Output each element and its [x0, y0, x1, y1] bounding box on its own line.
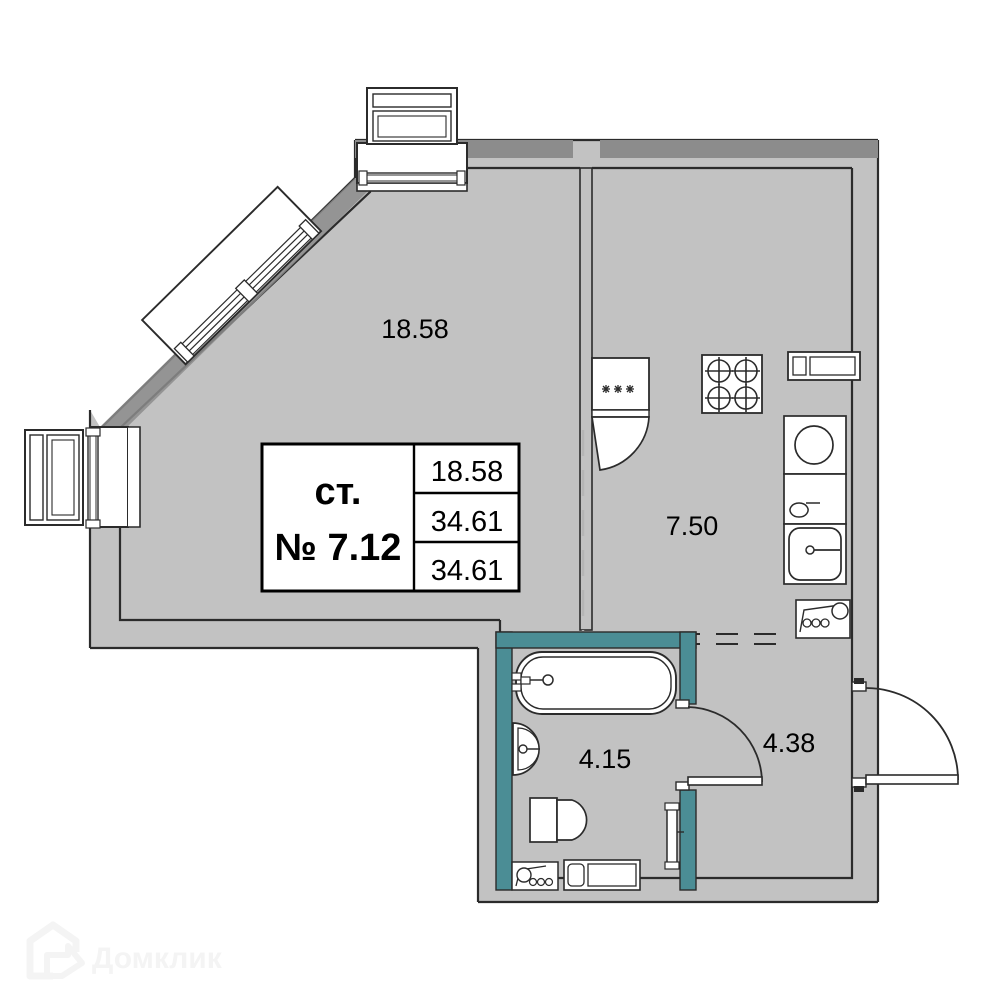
- living-room: 18.58: [381, 314, 449, 344]
- balcony-sliding-door: [140, 185, 323, 366]
- info-box-row-2: 34.61: [431, 555, 504, 587]
- hallway: 4.38: [763, 728, 816, 758]
- left-bay-window: [24, 426, 141, 529]
- riser-pipe-icon: [664, 802, 684, 870]
- corner-counter-icon: [795, 599, 851, 639]
- kitchen-pass-through: [640, 633, 790, 645]
- bathroom-area-label: 4.15: [579, 744, 632, 774]
- hallway-area-label: 4.38: [763, 728, 816, 758]
- bathroom-walls: [495, 631, 697, 891]
- domclick-house-icon: [26, 921, 85, 980]
- info-box-type: ст.: [315, 471, 362, 513]
- bathtub-icon: [511, 651, 677, 715]
- bathroom-stove-icon: [511, 861, 559, 891]
- watermark: Домклик: [26, 921, 223, 980]
- kitchen-sink-icon: [783, 523, 847, 585]
- info-box-number: № 7.12: [275, 527, 402, 569]
- toilet-icon: [529, 797, 588, 843]
- top-bay-window: [356, 87, 468, 192]
- watermark-text: Домклик: [92, 942, 223, 975]
- bathroom-sink-icon: [512, 722, 540, 776]
- kitchen-area-label: 7.50: [666, 511, 719, 541]
- living-room-area-label: 18.58: [381, 314, 449, 344]
- info-box-row-1: 34.61: [431, 506, 504, 538]
- washing-machine-icon: [783, 415, 847, 475]
- entry-door-jambs: [854, 678, 864, 792]
- info-box-row-0: 18.58: [431, 456, 504, 488]
- small-sink-icon: [783, 473, 847, 525]
- bathroom: 4.15: [579, 744, 632, 774]
- stove-icon: [701, 354, 763, 414]
- refrigerator-icon: [591, 357, 650, 471]
- bathroom-door: [675, 699, 763, 791]
- info-box: ст. № 7.12 18.58 34.61 34.61: [260, 442, 521, 593]
- kitchen: 7.50: [666, 511, 719, 541]
- bathroom-cabinet-icon: [563, 859, 641, 891]
- kitchen-window: [787, 351, 861, 381]
